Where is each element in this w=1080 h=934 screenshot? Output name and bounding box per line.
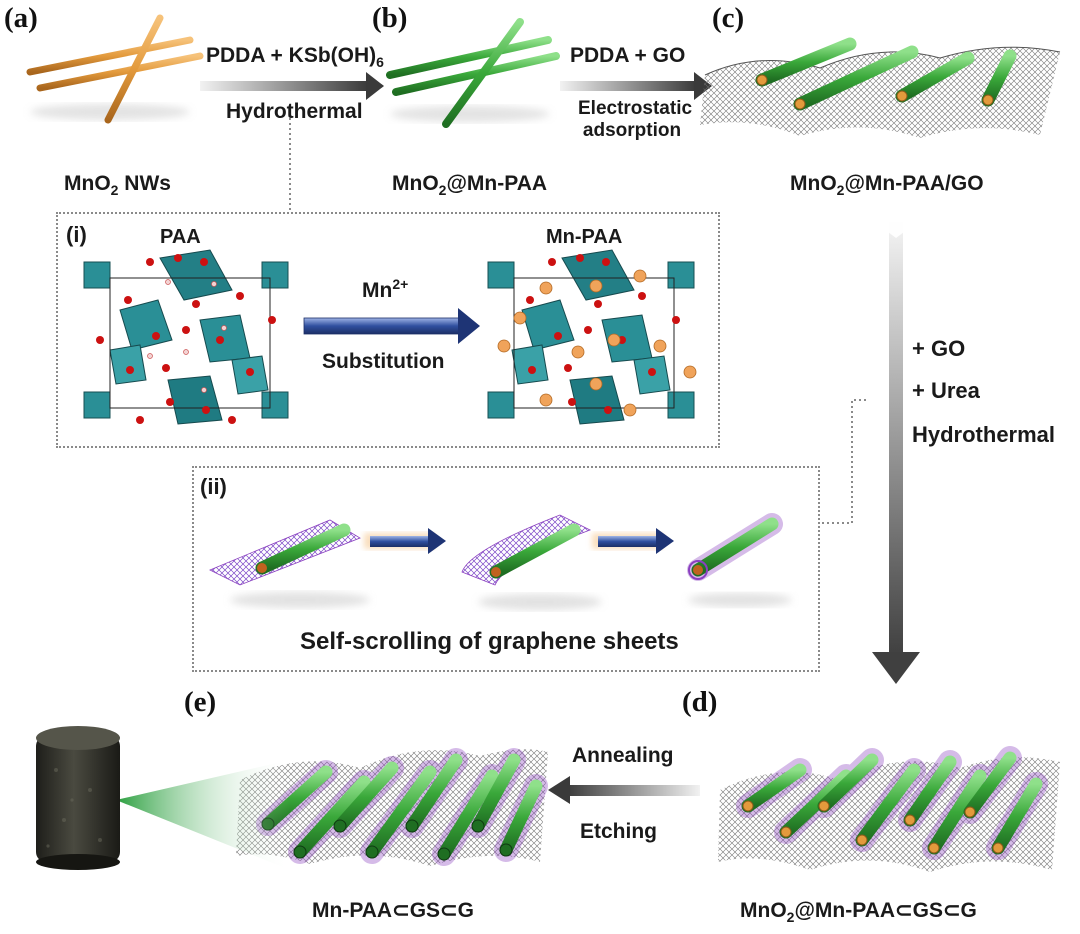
- arrow-c-d-go: + GO: [912, 336, 966, 361]
- mno2-mnpaa-gs-g-sheet: [718, 746, 1060, 872]
- label-mnpaa-gs-g: Mn-PAA⊂GS⊂G: [312, 899, 474, 922]
- label-mno2-nws: MnO2 NWs: [64, 172, 171, 199]
- mno2-nanowires: [26, 14, 204, 124]
- aerogel-monolith: [36, 726, 120, 870]
- arrow-d-to-e: [548, 776, 700, 804]
- arrow-b-to-c: [560, 72, 712, 100]
- scroll-step-1: [209, 519, 370, 608]
- inset-ii-box: [192, 466, 820, 672]
- panel-label-i: (i): [66, 222, 87, 247]
- mno2-mnpaa-go-sheet: [700, 37, 1061, 139]
- arrow-d-e-annealing: Annealing: [572, 744, 674, 767]
- mnpaa-structure: [487, 249, 697, 425]
- scroll-step-3: [687, 513, 792, 607]
- substitution-label: Substitution: [322, 350, 445, 373]
- arrow-c-d-condition: Hydrothermal: [912, 422, 1056, 447]
- arrow-b-c-reagent: PDDA + GO: [570, 44, 686, 67]
- scroll-step-2: [461, 514, 602, 610]
- label-paa: PAA: [160, 226, 201, 248]
- arrow-a-b-condition: Hydrothermal: [226, 100, 363, 123]
- panel-label-e: (e): [184, 686, 217, 718]
- label-mnpaa: Mn-PAA: [546, 226, 623, 248]
- arrow-a-b-reagent: PDDA + KSb(OH)6: [206, 44, 384, 71]
- label-mno2-mnpaa: MnO2@Mn-PAA: [392, 172, 548, 199]
- zoom-cone: [116, 760, 290, 870]
- panel-label-a: (a): [4, 2, 38, 34]
- arrow-c-d-urea: + Urea: [912, 378, 980, 403]
- substitution-arrow: [303, 308, 480, 344]
- scroll-arrow-2: [592, 528, 674, 554]
- mnpaa-gs-g-sheet: [236, 748, 548, 866]
- label-mno2-mnpaa-go: MnO2@Mn-PAA/GO: [790, 172, 984, 199]
- panel-label-ii: (ii): [200, 474, 227, 499]
- connector-ii: [818, 399, 866, 524]
- panel-label-d: (d): [682, 686, 718, 718]
- inset-i-box: [56, 212, 720, 448]
- arrow-a-to-b: [200, 72, 384, 100]
- substitution-ion: Mn2+: [362, 276, 409, 302]
- mno2-mnpaa-nanowires: [386, 18, 560, 128]
- scroll-arrow-1: [364, 528, 446, 554]
- arrow-c-to-d: [872, 214, 920, 684]
- inset-ii-caption: Self-scrolling of graphene sheets: [300, 628, 679, 655]
- panel-label-b: (b): [372, 2, 408, 34]
- arrow-d-e-etching: Etching: [580, 820, 657, 843]
- label-mno2-mnpaa-gs-g: MnO2@Mn-PAA⊂GS⊂G: [740, 899, 977, 926]
- paa-structure: [83, 249, 289, 425]
- panel-label-c: (c): [712, 2, 745, 34]
